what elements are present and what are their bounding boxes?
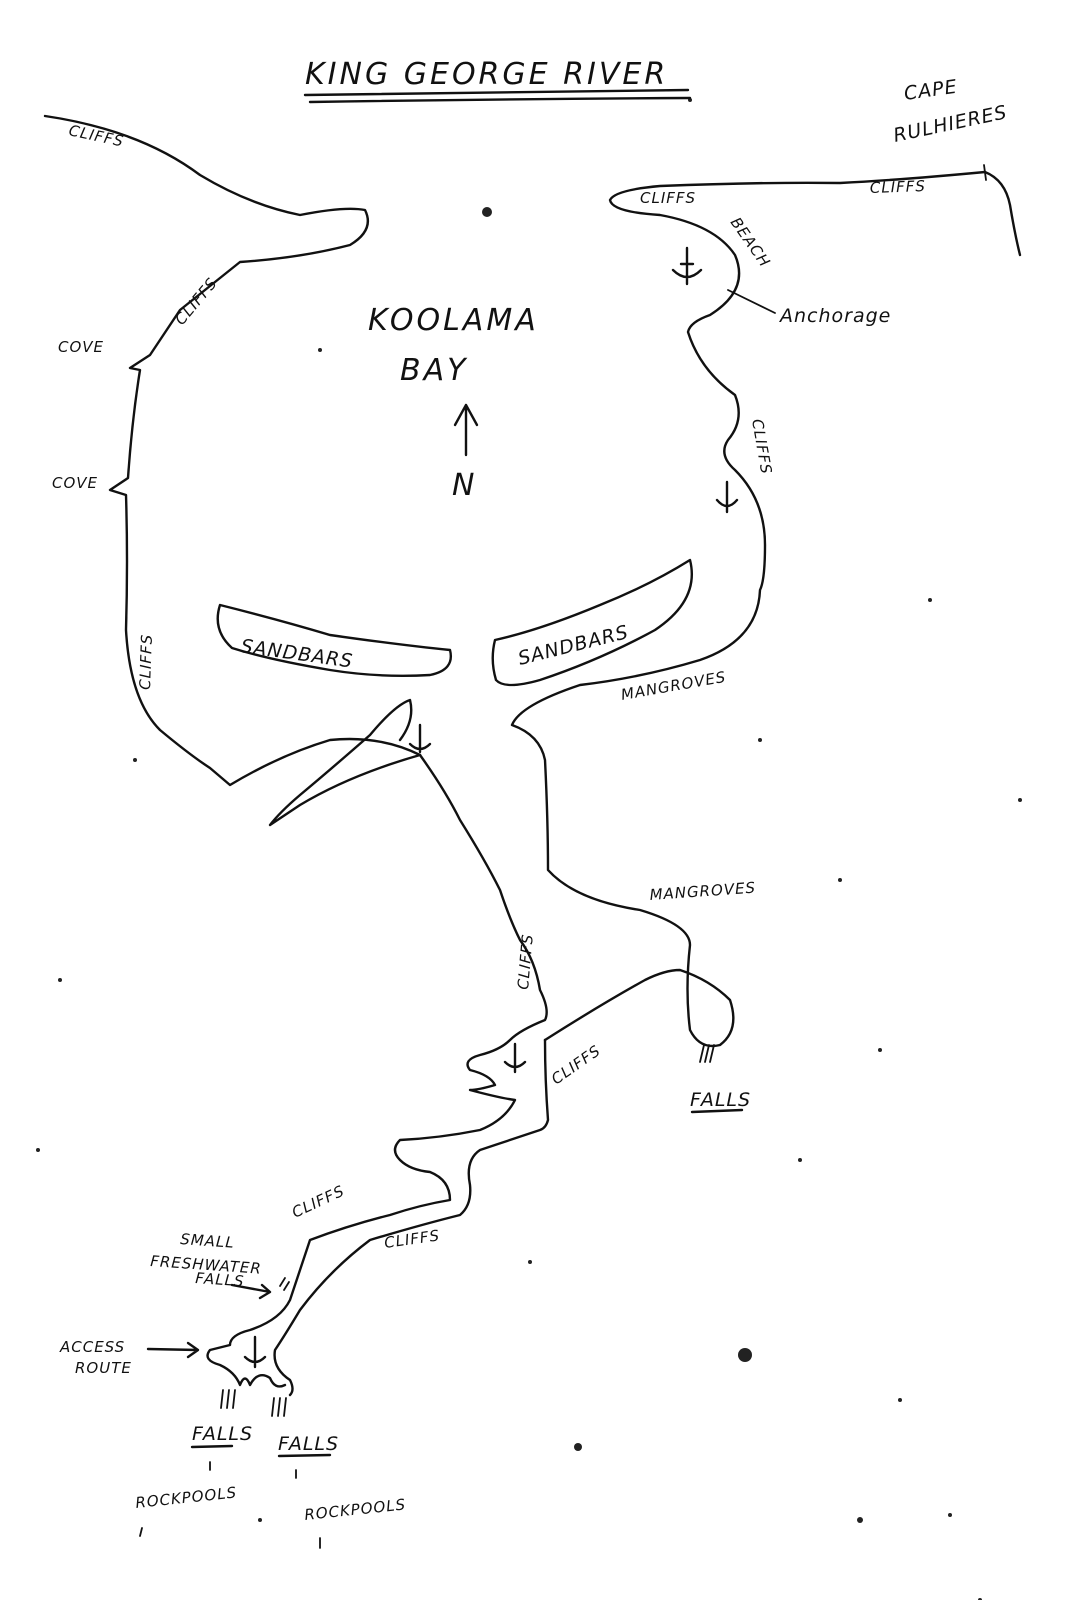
north-label: N — [452, 468, 477, 503]
cliffs-label: CLIFFS — [640, 189, 696, 207]
falls-label: FALLS — [278, 1433, 339, 1455]
cape-label-2: RULHIERES — [891, 101, 1009, 147]
falls-label: FALLS — [690, 1089, 751, 1111]
sandbars-label-west: SANDBARS — [239, 635, 354, 673]
east-headland — [510, 170, 987, 1048]
cape-tick — [983, 164, 987, 181]
anchorage-pointer — [727, 289, 776, 314]
anchor-icon — [243, 1335, 267, 1369]
small-falls-label-3: FALLS — [195, 1269, 245, 1290]
cape-label-1: CAPE — [903, 76, 959, 105]
mangroves-label: MANGROVES — [649, 879, 757, 904]
falls-underline — [190, 1444, 234, 1449]
falls-underline — [277, 1453, 332, 1458]
rockpools-label: ROCKPOOLS — [304, 1495, 407, 1524]
anchorage-label: Anchorage — [778, 305, 891, 327]
cove-label: COVE — [52, 474, 98, 492]
anchor-icon — [408, 723, 432, 754]
rockpools-tick — [139, 1461, 321, 1549]
cliffs-label: CLIFFS — [748, 418, 775, 476]
cape-east-coast — [983, 170, 1022, 257]
cliffs-label: CLIFFS — [870, 177, 927, 197]
cove-label: COVE — [58, 338, 104, 356]
small-falls-arrow — [230, 1283, 272, 1300]
cliffs-label: CLIFFS — [383, 1226, 441, 1252]
anchor-icon — [671, 246, 703, 286]
west-spit — [268, 698, 422, 827]
cliffs-label: CLIFFS — [514, 933, 537, 990]
cliffs-label: CLIFFS — [136, 633, 156, 690]
beach-label: BEACH — [727, 214, 774, 271]
cliffs-label: CLIFFS — [289, 1182, 347, 1222]
north-arrow-icon — [453, 403, 479, 457]
access-route-label-1: ACCESS — [59, 1338, 125, 1356]
mangroves-label: MANGROVES — [620, 668, 728, 704]
falls-underline — [690, 1108, 744, 1114]
bay-label-1: KOOLAMA — [368, 303, 539, 338]
falls-marks — [220, 1044, 715, 1417]
paper-specks — [36, 98, 1022, 1600]
cliffs-label: CLIFFS — [171, 274, 221, 329]
small-falls-label-1: SMALL — [180, 1230, 236, 1252]
access-route-label-2: ROUTE — [75, 1359, 132, 1377]
sandbar-east — [491, 558, 693, 687]
bay-label-2: BAY — [400, 353, 468, 388]
falls-label: FALLS — [192, 1423, 253, 1445]
title-underline — [303, 88, 690, 97]
river-east-bank — [273, 1038, 550, 1397]
access-route-arrow — [146, 1341, 200, 1359]
title-underline-2 — [308, 96, 692, 104]
river-west-bank — [206, 753, 548, 1388]
anchor-icon — [503, 1042, 527, 1074]
sandbar-west — [216, 603, 452, 678]
rockpools-label: ROCKPOOLS — [135, 1483, 238, 1512]
cliffs-label: CLIFFS — [548, 1041, 604, 1088]
west-coastline — [43, 114, 422, 787]
anchor-icon — [715, 480, 739, 514]
map-title: KING GEORGE RIVER — [305, 57, 668, 92]
